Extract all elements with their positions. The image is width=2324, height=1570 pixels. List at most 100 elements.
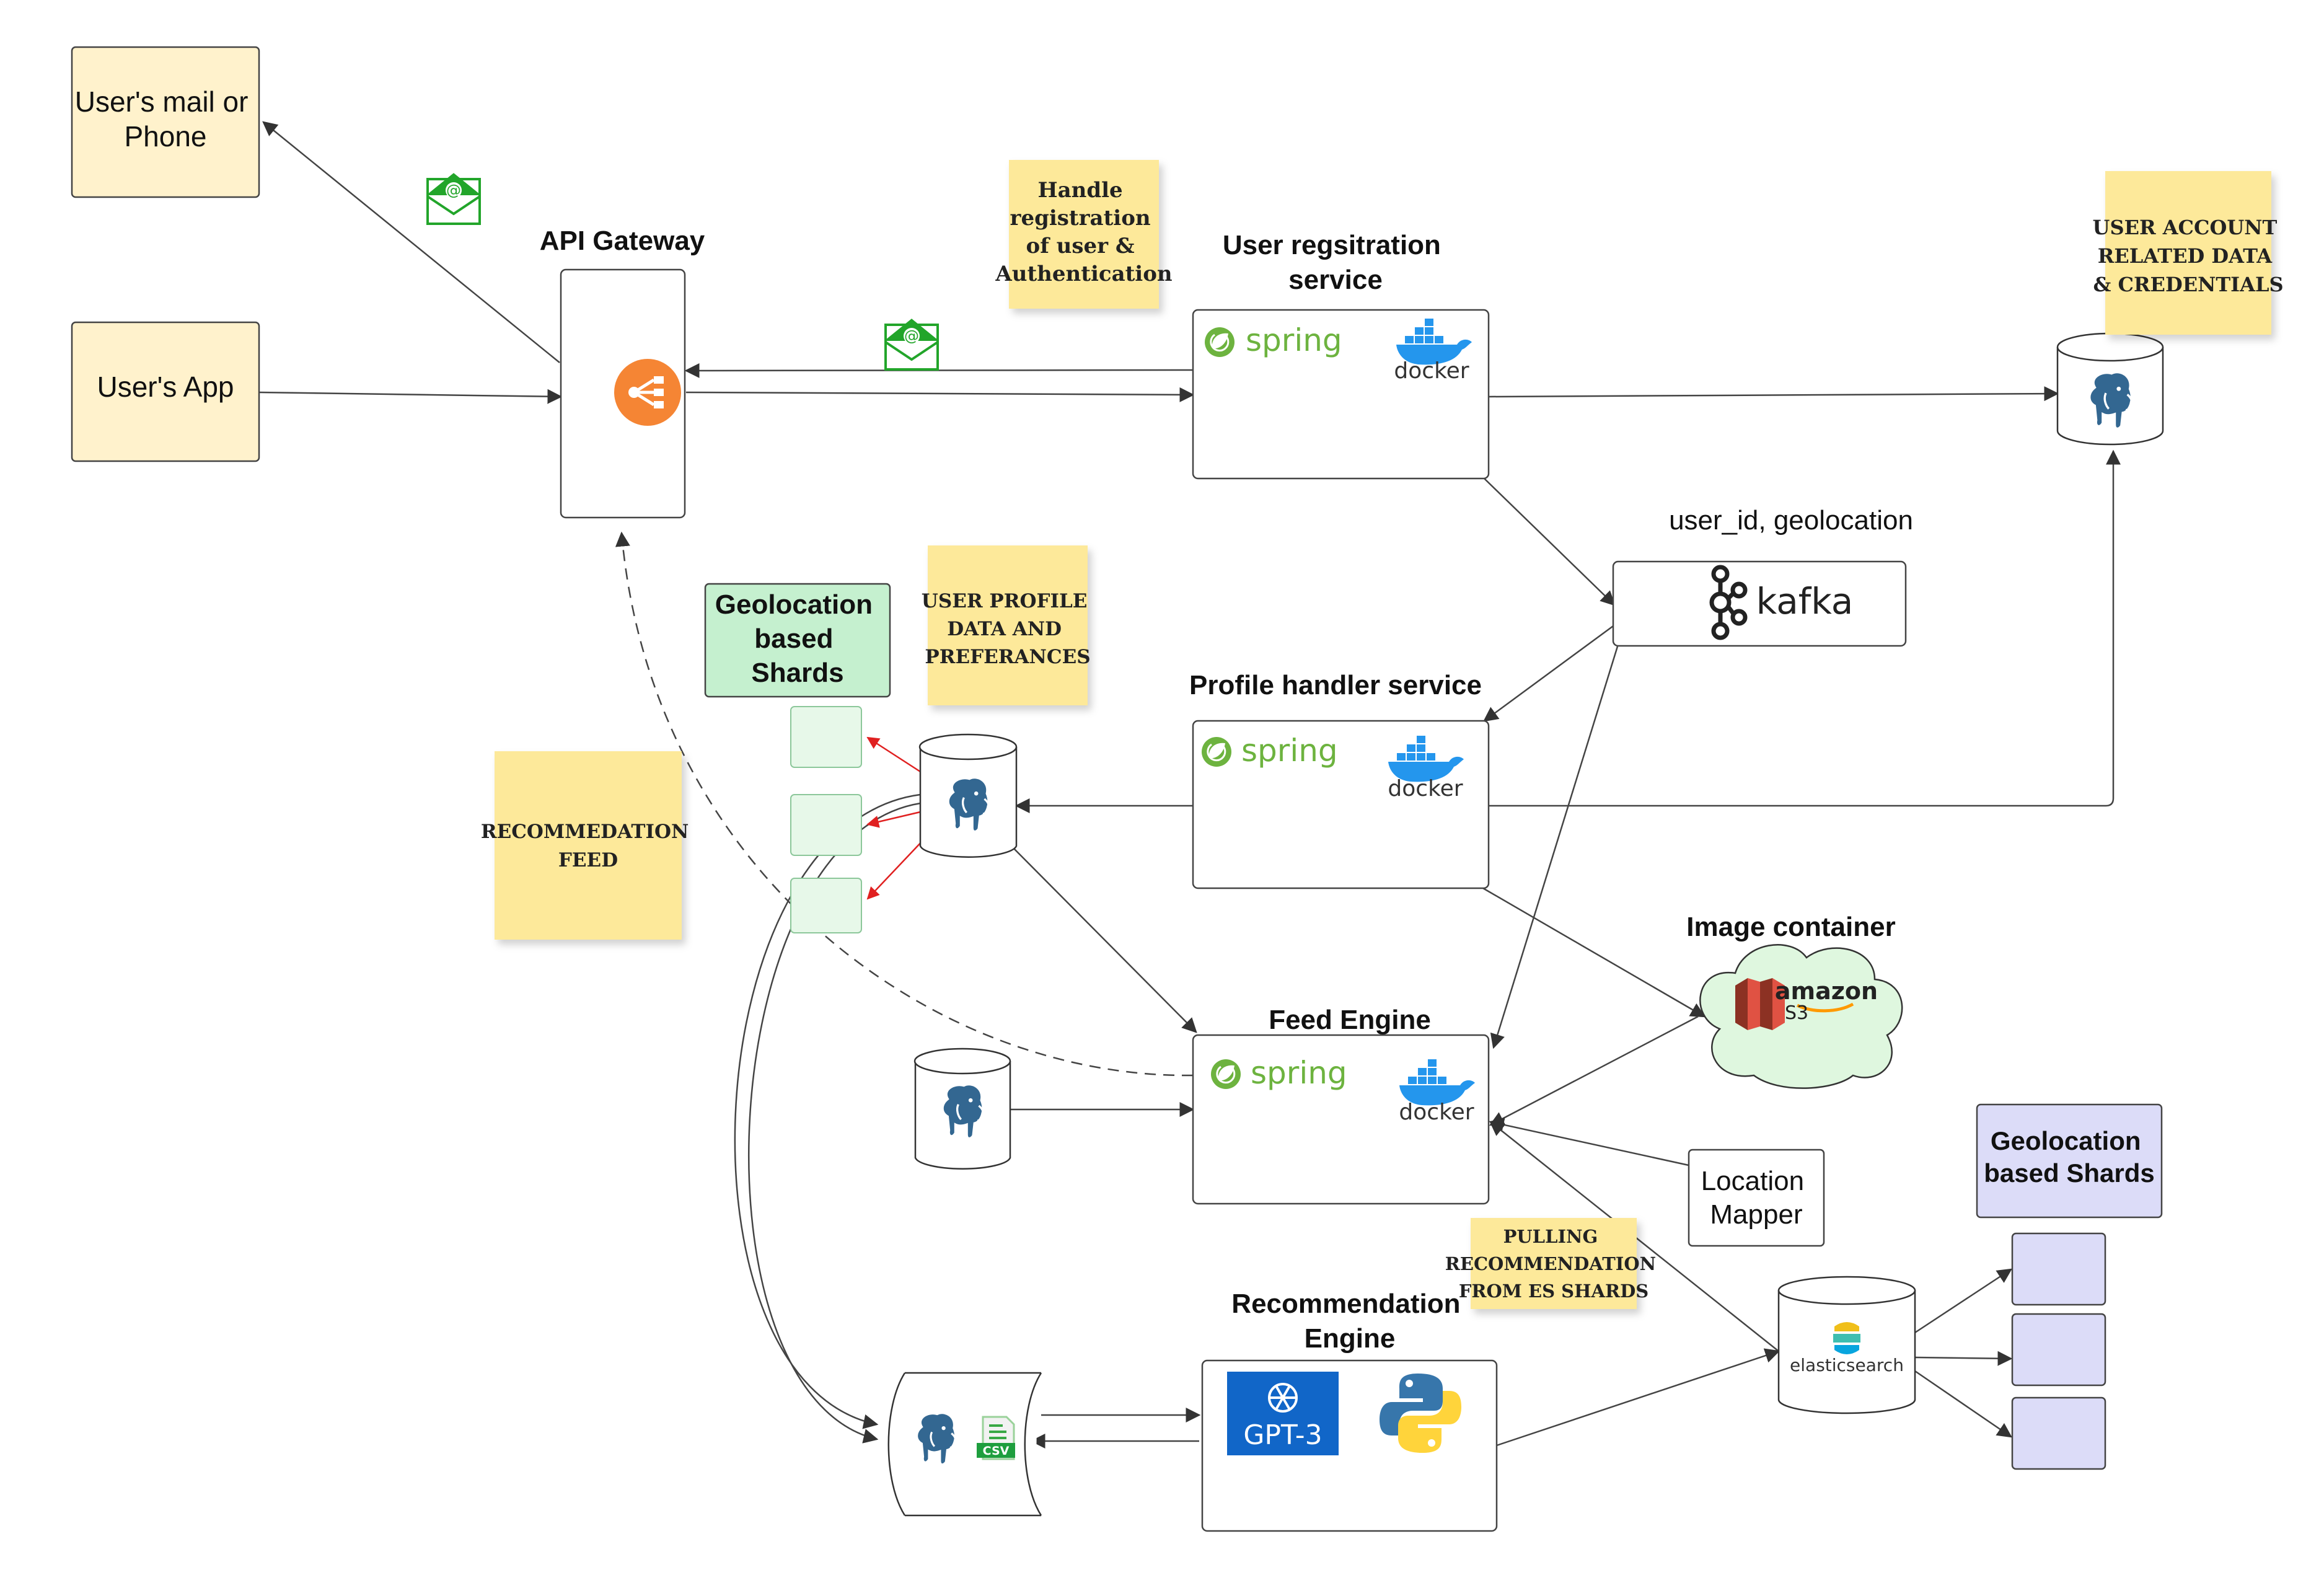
elasticsearch-logo-text: elasticsearch [1790,1355,1904,1375]
sticky-registration-line-3: of user & [1026,234,1135,258]
api-gateway-node: API Gateway [540,226,705,519]
sticky-registration-line-2: registration [1010,206,1151,231]
sticky-account-line-1: USER ACCOUNT [2093,216,2278,239]
sticky-recommendation-feed: RECOMMEDATION FEED [481,751,695,940]
recommendation-engine-node: Recommendation Engine GPT-3 [1201,1289,1498,1532]
arrow-profile-to-s3 [1482,887,1706,1018]
spring-logo-text: spring [1241,733,1338,769]
image-container-node: Image container amazon S3 [1686,912,1903,1089]
s3-icon [1735,978,1785,1030]
sticky-registration-line-4: Authentication [995,262,1172,286]
gpt3-logo-text: GPT-3 [1243,1419,1322,1451]
location-mapper-line-2: Mapper [1710,1199,1802,1230]
sticky-profile-line-2: DATA AND [947,618,1062,640]
arrow-recommendation-to-es [1496,1348,1780,1447]
geo-shards-green: Geolocation based Shards [704,583,891,933]
sticky-profile-line-1: USER PROFILE [922,590,1088,612]
amazon-logo-text: amazon [1775,977,1878,1005]
sticky-registration: Handle registration of user & Authentica… [995,160,1173,309]
profile-db-node [918,733,1018,858]
docker-logo-text: docker [1399,1100,1474,1125]
sticky-account-line-2: RELATED DATA [2098,244,2273,268]
spring-icon [1210,1058,1242,1090]
load-balancer-icon [614,359,681,426]
svg-text:USER PROFILE DATA AND: USER PROFILE DATA AND PREFERANCES [922,590,1094,668]
svg-text:Geolocation based Shards: Geolocation based Shards [1984,1126,2154,1188]
arrow-pgdb-to-geo-shard-3 [866,839,924,900]
geo-green-line-1: Geolocation [715,589,873,620]
arrow-kafka-to-profile [1483,625,1614,722]
csv-icon: CSV [977,1416,1015,1460]
feed-db-node [913,1047,1011,1170]
users-mail-node: User's mail or Phone [71,46,260,198]
registration-title-line-1: User regsitration [1223,230,1441,260]
svg-text:@: @ [904,327,919,345]
arrow-s3-to-feed [1489,1015,1699,1126]
svg-text:RECOMMEDATION FEED: RECOMMEDATION FEED [481,821,695,871]
svg-text:Recommendation Engine: Recommendation Engine [1231,1289,1468,1354]
arrow-gateway-to-registration [685,387,1195,402]
svg-text:Handle registration: Handle registration of user & Authentica… [995,178,1172,286]
mail-icon: @ [426,173,481,225]
recommendation-title-line-2: Engine [1305,1323,1396,1354]
sticky-pulling-line-3: FROM ES SHARDS [1459,1281,1648,1302]
arrow-registration-to-kafka [1484,478,1616,606]
sticky-account-line-3: & CREDENTIALS [2093,273,2283,296]
arrow-es-to-shard-2 [1914,1351,2013,1366]
sticky-recfeed-line-2: FEED [558,849,618,871]
python-icon [1380,1374,1461,1453]
registration-title-line-2: service [1288,265,1383,295]
sticky-pulling: PULLING RECOMMENDATION FROM ES SHARDS [1445,1218,1656,1309]
elasticsearch-icon [1833,1322,1860,1354]
arrow-profile-to-db [1489,449,2121,807]
arrow-pgdb-to-feed [1011,845,1197,1033]
csv-logo-text: CSV [983,1444,1010,1458]
svg-text:User regsitration servic: User regsitration service [1223,230,1448,295]
spring-icon [1200,736,1233,768]
spring-logo-text: spring [1251,1055,1347,1091]
arrow-app-to-gateway [258,389,563,404]
geo-purple-line-2: based Shards [1984,1158,2154,1188]
arrow-gateway-to-mail [262,121,560,363]
profile-handler-node: Profile handler service spring docker [1189,670,1490,889]
api-gateway-title: API Gateway [540,226,705,256]
arrow-pgdb-to-geo-shard-2 [866,811,921,828]
svg-text:Location Mapper: Location Mapper [1701,1166,1812,1230]
location-mapper-line-1: Location [1701,1166,1804,1196]
docker-logo-text: docker [1394,358,1469,384]
sticky-recfeed-line-1: RECOMMEDATION [481,821,689,843]
user-registration-node: User regsitration service spring docker [1192,230,1490,480]
arrow-es-to-shard-1 [1914,1268,2013,1334]
spring-icon [1204,326,1236,358]
svg-text:User's mail or Phone: User's mail or Phone [75,86,257,152]
kafka-logo-text: kafka [1756,580,1854,622]
account-db-node [2056,332,2164,446]
users-app-label: User's App [97,371,234,403]
geo-shard-purple-3 [2011,1396,2106,1470]
kafka-topic-label: user_id, geolocation [1669,505,1913,536]
arrow-es-to-shard-3 [1914,1370,2012,1438]
geo-shard-green-2 [790,794,862,856]
arrow-kafka-to-feed [1490,646,1619,1049]
openai-icon: GPT-3 [1227,1372,1339,1455]
geo-green-line-3: Shards [751,658,843,688]
svg-text:USER ACCOUNT RELATED DAT: USER ACCOUNT RELATED DATA & CREDENTIALS [2093,216,2284,296]
users-mail-line-1: User's mail or [75,86,249,118]
csv-store-node: CSV [887,1372,1042,1517]
users-app-node: User's App [71,321,260,462]
geo-purple-line-1: Geolocation [1991,1126,2141,1155]
svg-text:Geolocation based: Geolocation based Shards [715,589,880,688]
sticky-pulling-line-1: PULLING [1503,1226,1598,1247]
sticky-pulling-line-2: RECOMMENDATION [1445,1253,1656,1274]
kafka-node: kafka [1612,560,1907,647]
feed-engine-title: Feed Engine [1269,1005,1431,1035]
users-mail-line-2: Phone [124,120,206,152]
mail-icon: @ [884,319,939,371]
geo-shards-purple: Geolocation based Shards [1976,1103,2163,1470]
sticky-profile-line-3: PREFERANCES [925,646,1090,668]
geo-shard-green-1 [790,706,862,768]
spring-logo-text: spring [1246,322,1342,358]
feed-engine-node: Feed Engine spring docker [1192,1005,1490,1205]
geo-shard-purple-1 [2011,1232,2106,1306]
